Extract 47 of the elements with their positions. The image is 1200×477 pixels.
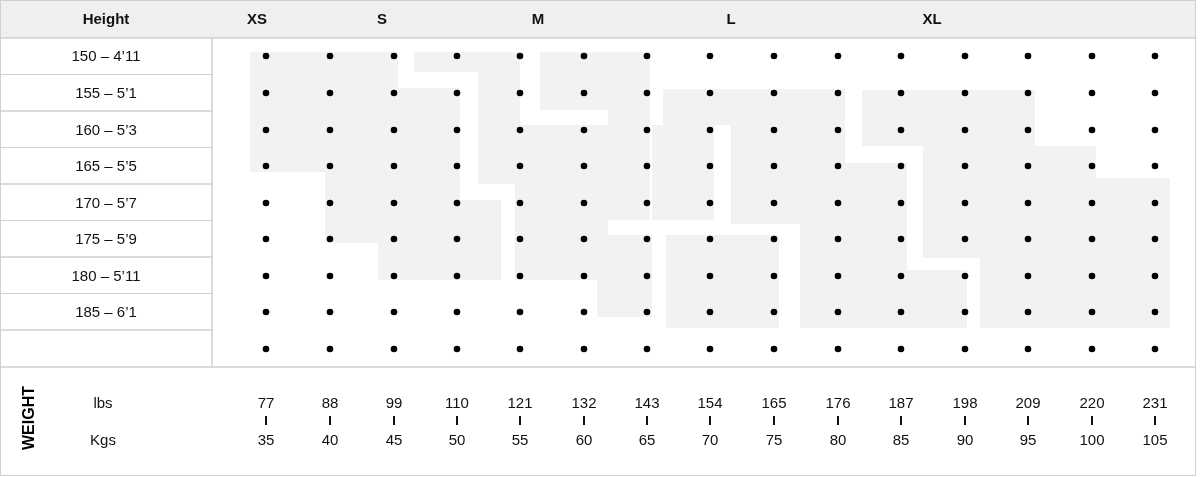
height-label: 150 – 4’11 bbox=[71, 47, 141, 64]
weight-value: 85 bbox=[892, 431, 910, 448]
weight-value: 40 bbox=[321, 431, 339, 448]
weight-value: 231 bbox=[1142, 394, 1168, 411]
weight-value: 95 bbox=[1019, 431, 1037, 448]
unit-label: lbs bbox=[93, 394, 113, 411]
weight-value: 176 bbox=[825, 394, 851, 411]
weight-value: 100 bbox=[1079, 431, 1105, 448]
weight-value: 209 bbox=[1015, 394, 1041, 411]
size-label: XL bbox=[922, 10, 942, 27]
size-label: S bbox=[377, 10, 387, 27]
weight-value: 45 bbox=[385, 431, 403, 448]
weight-value: 220 bbox=[1079, 394, 1105, 411]
weight-value: 65 bbox=[638, 431, 656, 448]
weight-value: 132 bbox=[571, 394, 597, 411]
weight-value: 88 bbox=[321, 394, 339, 411]
weight-value: 55 bbox=[511, 431, 529, 448]
axis-title: WEIGHT bbox=[20, 386, 38, 450]
weight-value: 75 bbox=[765, 431, 783, 448]
size-label: M bbox=[531, 10, 545, 27]
weight-value: 110 bbox=[445, 394, 469, 411]
weight-value: 143 bbox=[634, 394, 660, 411]
size-label: XS bbox=[247, 10, 267, 27]
unit-label: Kgs bbox=[90, 431, 116, 448]
weight-value: 60 bbox=[575, 431, 593, 448]
weight-value: 121 bbox=[507, 394, 533, 411]
weight-value: 70 bbox=[701, 431, 719, 448]
weight-value: 35 bbox=[257, 431, 275, 448]
height-label: 170 – 5’7 bbox=[75, 194, 137, 211]
weight-value: 187 bbox=[888, 394, 914, 411]
weight-value: 90 bbox=[956, 431, 974, 448]
height-label: 165 – 5’5 bbox=[75, 157, 137, 174]
height-label: 175 – 5’9 bbox=[75, 230, 137, 247]
weight-value: 80 bbox=[829, 431, 847, 448]
weight-value: 105 bbox=[1142, 431, 1168, 448]
weight-value: 77 bbox=[257, 394, 275, 411]
weight-value: 154 bbox=[697, 394, 723, 411]
height-label: 160 – 5’3 bbox=[75, 121, 137, 138]
weight-value: 198 bbox=[952, 394, 978, 411]
column-header: Height bbox=[82, 10, 130, 27]
weight-value: 99 bbox=[385, 394, 403, 411]
weight-value: 50 bbox=[448, 431, 466, 448]
weight-value: 165 bbox=[761, 394, 787, 411]
height-label: 155 – 5’1 bbox=[75, 84, 137, 101]
height-label: 185 – 6’1 bbox=[75, 303, 137, 320]
size-label: L bbox=[726, 10, 736, 27]
height-label: 180 – 5’11 bbox=[71, 267, 141, 284]
